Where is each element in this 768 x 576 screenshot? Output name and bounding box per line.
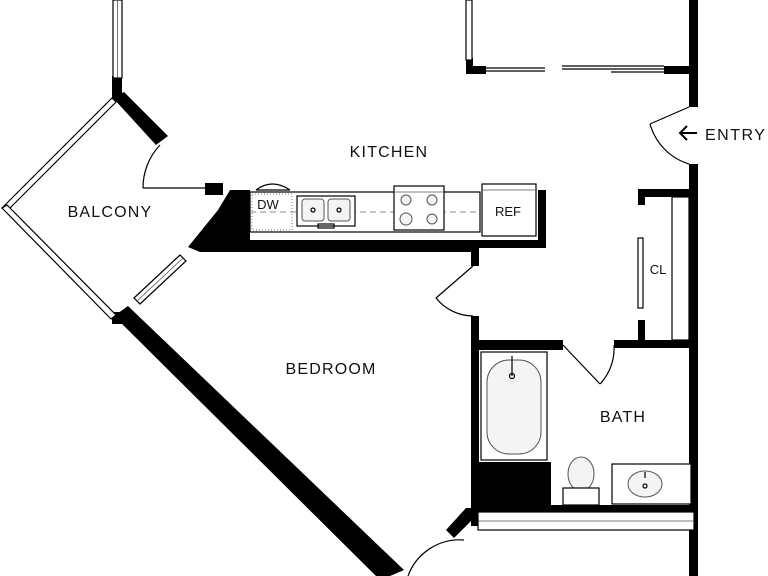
- burner: [426, 194, 438, 206]
- burner: [399, 212, 413, 226]
- wall-closet-top-jamb: [638, 189, 645, 205]
- burner: [400, 194, 412, 206]
- room-label-bath: BATH: [600, 409, 646, 426]
- wall-bedroom-door-jamb: [471, 248, 479, 266]
- fixture-label-dishwasher: DW: [257, 197, 279, 212]
- toilet-tank: [562, 487, 600, 506]
- wall-balcony-upper-angle: [113, 92, 168, 145]
- door-bath-swing: [599, 344, 615, 385]
- wall-closet-bottom-jamb: [638, 320, 645, 346]
- dishwasher: [251, 193, 293, 231]
- wall-plumbing-chase: [471, 462, 551, 508]
- exterior-wall-right-upper: [689, 0, 698, 107]
- wall-stub-top-left: [466, 66, 486, 74]
- door-bedroom-swing: [435, 297, 474, 317]
- kitchen-fixtures: [249, 183, 537, 237]
- door-entry-swing: [649, 123, 690, 165]
- wall-closet-top: [638, 189, 694, 197]
- sink-bowl-left: [301, 198, 325, 222]
- closet-slider-top-left: [465, 0, 473, 61]
- entry-label: ENTRY: [705, 127, 766, 144]
- dishwasher-door-arc: [255, 183, 291, 191]
- wall-stub-top-right: [664, 66, 694, 74]
- window-balcony-upper: [1, 97, 117, 212]
- wall-kitchen-corner: [205, 183, 223, 195]
- room-label-closet: CL: [650, 262, 667, 277]
- windows: [1, 0, 695, 531]
- wall-bedroom-diagonal: [114, 306, 404, 576]
- window-balcony-lower: [1, 204, 117, 320]
- bath-fixtures: [480, 351, 692, 506]
- sink-bowl-right: [327, 198, 351, 222]
- door-entry-leaf: [649, 106, 690, 125]
- walls: [112, 0, 698, 576]
- wall-bedroom-door-stub: [446, 508, 478, 538]
- burner: [426, 213, 438, 225]
- wall-kitchen-right-end: [538, 190, 546, 248]
- room-label-kitchen: KITCHEN: [350, 144, 429, 161]
- wall-balcony-post: [112, 76, 122, 100]
- bathtub-basin: [486, 359, 542, 455]
- room-label-balcony: BALCONY: [68, 204, 153, 221]
- refrigerator: [481, 183, 537, 237]
- toilet-bowl: [567, 456, 595, 492]
- wall-bath-top-left: [471, 340, 563, 350]
- door-bottom-swing: [407, 539, 465, 576]
- doors: [142, 106, 690, 576]
- closet-shelf: [671, 196, 690, 341]
- fixture-label-refrigerator: REF: [495, 204, 521, 219]
- wall-stub-top-left-vertical: [466, 58, 473, 74]
- wall-bedroom-bath: [471, 316, 479, 526]
- wall-bath-top-right: [614, 340, 694, 348]
- arrow-left-icon: [678, 125, 697, 141]
- wall-kitchen-bedroom: [188, 190, 545, 252]
- wall-bath-bottom: [471, 505, 694, 512]
- door-bedroom-leaf: [435, 265, 474, 299]
- door-bath-leaf: [562, 344, 601, 385]
- door-balcony-swing: [142, 144, 161, 189]
- exterior-wall-right-lower: [689, 164, 698, 576]
- closet-slider-door: [637, 237, 644, 309]
- room-label-bedroom: BEDROOM: [285, 361, 376, 378]
